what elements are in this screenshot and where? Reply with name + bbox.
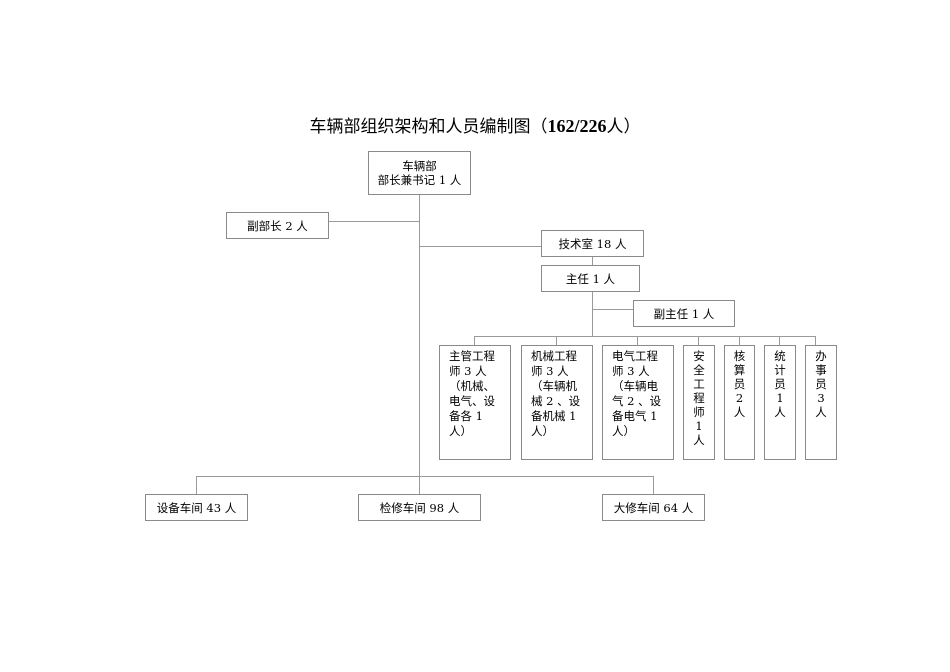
- elec-engineer-node: 电气工程 师 3 人 （车辆电 气 2 、设 备电气 1 人）: [602, 345, 674, 460]
- node-text-line: 2: [735, 391, 744, 405]
- safety-engineer-node: 安 全 工 程 师 1 人: [683, 345, 715, 460]
- director-node: 主任 1 人: [541, 265, 640, 292]
- head-node-name: 车辆部: [402, 159, 437, 173]
- head-node-role: 部长兼书记 1 人: [377, 173, 462, 187]
- node-text-line: 员: [733, 377, 746, 391]
- node-text-line: 机械工程: [531, 349, 577, 363]
- node-text-line: 1: [695, 419, 703, 433]
- node-text-line: 人）: [531, 424, 554, 438]
- node-text-line: 人）: [449, 424, 472, 438]
- head-node: 车辆部 部长兼书记 1 人: [368, 151, 471, 195]
- node-text-line: 电气、设: [449, 394, 495, 408]
- node-text-line: 工: [693, 377, 705, 391]
- node-text-line: 算: [733, 363, 746, 377]
- node-text-line: 师 3 人: [612, 364, 650, 378]
- node-text-line: 师 3 人: [449, 364, 487, 378]
- node-text-line: 人: [733, 405, 746, 419]
- node-text-line: 师 3 人: [531, 364, 569, 378]
- node-text-line: 主管工程: [449, 349, 495, 363]
- node-text-line: 员: [774, 377, 786, 391]
- node-text-line: 1: [776, 391, 784, 405]
- node-text-line: 核: [733, 349, 746, 363]
- node-text-line: 事: [815, 363, 827, 377]
- node-text-line: 备机械 1: [531, 409, 577, 423]
- node-text-line: 员: [815, 377, 827, 391]
- maintenance-workshop-node: 检修车间 98 人: [358, 494, 481, 521]
- node-text-line: 全: [693, 363, 705, 377]
- tech-office-node: 技术室 18 人: [541, 230, 644, 257]
- node-text-line: 人）: [612, 424, 635, 438]
- node-text-line: 备电气 1: [612, 409, 658, 423]
- chief-engineer-node: 主管工程 师 3 人 （机械、 电气、设 备各 1 人）: [439, 345, 511, 460]
- node-text-line: 办: [815, 349, 827, 363]
- deputy-minister-node: 副部长 2 人: [226, 212, 329, 239]
- mech-engineer-node: 机械工程 师 3 人 （车辆机 械 2 、设 备机械 1 人）: [521, 345, 593, 460]
- node-text-line: 备各 1: [449, 409, 483, 423]
- node-text-line: 3: [817, 391, 825, 405]
- node-text-line: 电气工程: [612, 349, 658, 363]
- equipment-workshop-node: 设备车间 43 人: [145, 494, 248, 521]
- title-count: 162/226: [547, 116, 607, 136]
- title-suffix: 人）: [606, 117, 641, 137]
- node-text-line: 程: [693, 391, 705, 405]
- title-prefix: 车辆部组织架构和人员编制图（: [309, 117, 548, 137]
- node-text-line: 安: [693, 349, 705, 363]
- node-text-line: 人: [693, 433, 705, 447]
- node-text-line: （机械、: [449, 379, 495, 393]
- node-text-line: （车辆电: [612, 379, 658, 393]
- node-text-line: 统: [774, 349, 786, 363]
- node-text-line: （车辆机: [531, 379, 577, 393]
- deputy-director-node: 副主任 1 人: [633, 300, 735, 327]
- node-text-line: 人: [815, 405, 827, 419]
- node-text-line: 气 2 、设: [612, 394, 662, 408]
- page-title: 车辆部组织架构和人员编制图（162/226人）: [0, 112, 950, 137]
- overhaul-workshop-node: 大修车间 64 人: [602, 494, 705, 521]
- node-text-line: 人: [774, 405, 786, 419]
- clerk-node: 办 事 员 3 人: [805, 345, 837, 460]
- accountant-node: 核 算 员 2 人: [724, 345, 755, 460]
- statistician-node: 统 计 员 1 人: [764, 345, 796, 460]
- node-text-line: 师: [693, 405, 705, 419]
- node-text-line: 计: [774, 363, 786, 377]
- node-text-line: 械 2 、设: [531, 394, 581, 408]
